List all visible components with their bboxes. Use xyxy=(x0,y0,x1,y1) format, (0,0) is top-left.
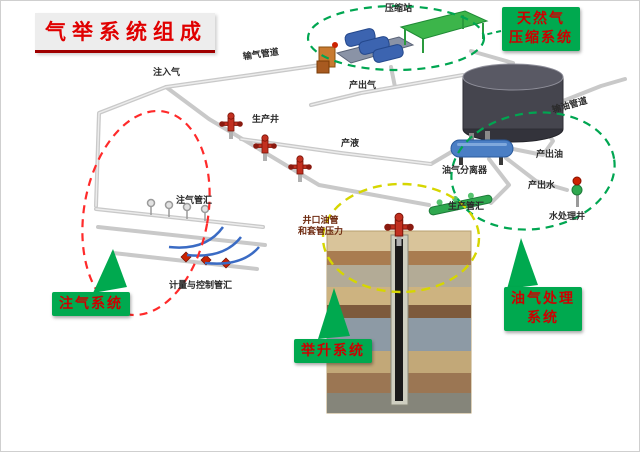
label-compressor-station: 压缩站 xyxy=(385,4,413,14)
label-processing-system-line1: 油气处理 xyxy=(511,291,575,307)
label-production-manifold: 生产管汇 xyxy=(448,202,485,212)
label-injection-manifold: 注气管汇 xyxy=(176,196,213,206)
label-produced-oil: 产出油 xyxy=(536,150,564,160)
injection-arrow xyxy=(93,249,127,293)
well-tubing xyxy=(395,239,403,401)
label-injection-system: 注气系统 xyxy=(52,292,130,316)
label-metering-manifold: 计量与控制管汇 xyxy=(169,281,233,291)
lifting-arrow xyxy=(318,288,350,339)
label-production-well: 生产井 xyxy=(252,115,280,125)
label-lifting-system: 举升系统 xyxy=(294,339,372,363)
label-produced-water: 产出水 xyxy=(528,181,556,191)
compression-connector-line xyxy=(483,30,502,36)
compressor-station-graphic xyxy=(316,10,489,74)
label-processing-system-line2: 系统 xyxy=(527,310,559,326)
label-produced-liquid: 产液 xyxy=(341,139,360,149)
label-compression-system: 天然气 压缩系统 xyxy=(502,7,580,51)
page-title: 气举系统组成 xyxy=(35,13,215,53)
water-treatment-well-graphic xyxy=(571,176,583,207)
label-wellhead-pressure-line1: 井口油管 xyxy=(302,216,339,226)
label-produced-gas: 产出气 xyxy=(349,81,377,91)
label-injection-gas: 注入气 xyxy=(153,68,181,78)
lifting-system-ellipse xyxy=(321,182,481,294)
flexible-hoses xyxy=(168,226,260,265)
label-wellhead-pressure-line2: 和套管压力 xyxy=(298,227,344,237)
label-compression-system-line1: 天然气 xyxy=(517,11,565,27)
label-separator: 油气分离器 xyxy=(442,166,488,176)
manifold-gauges xyxy=(146,198,210,221)
pipe-highlights xyxy=(95,62,464,228)
processing-arrow xyxy=(507,238,538,289)
label-water-treatment-well: 水处理井 xyxy=(549,212,586,222)
storage-tank-graphic xyxy=(462,63,564,143)
separator-graphic xyxy=(450,131,514,165)
underground-cross-section xyxy=(326,230,472,414)
label-wellhead-pressure: 井口油管 和套管压力 xyxy=(298,216,343,238)
label-compression-system-line2: 压缩系统 xyxy=(509,30,573,46)
label-processing-system: 油气处理 系统 xyxy=(504,287,582,331)
compression-system-ellipse xyxy=(306,4,486,72)
